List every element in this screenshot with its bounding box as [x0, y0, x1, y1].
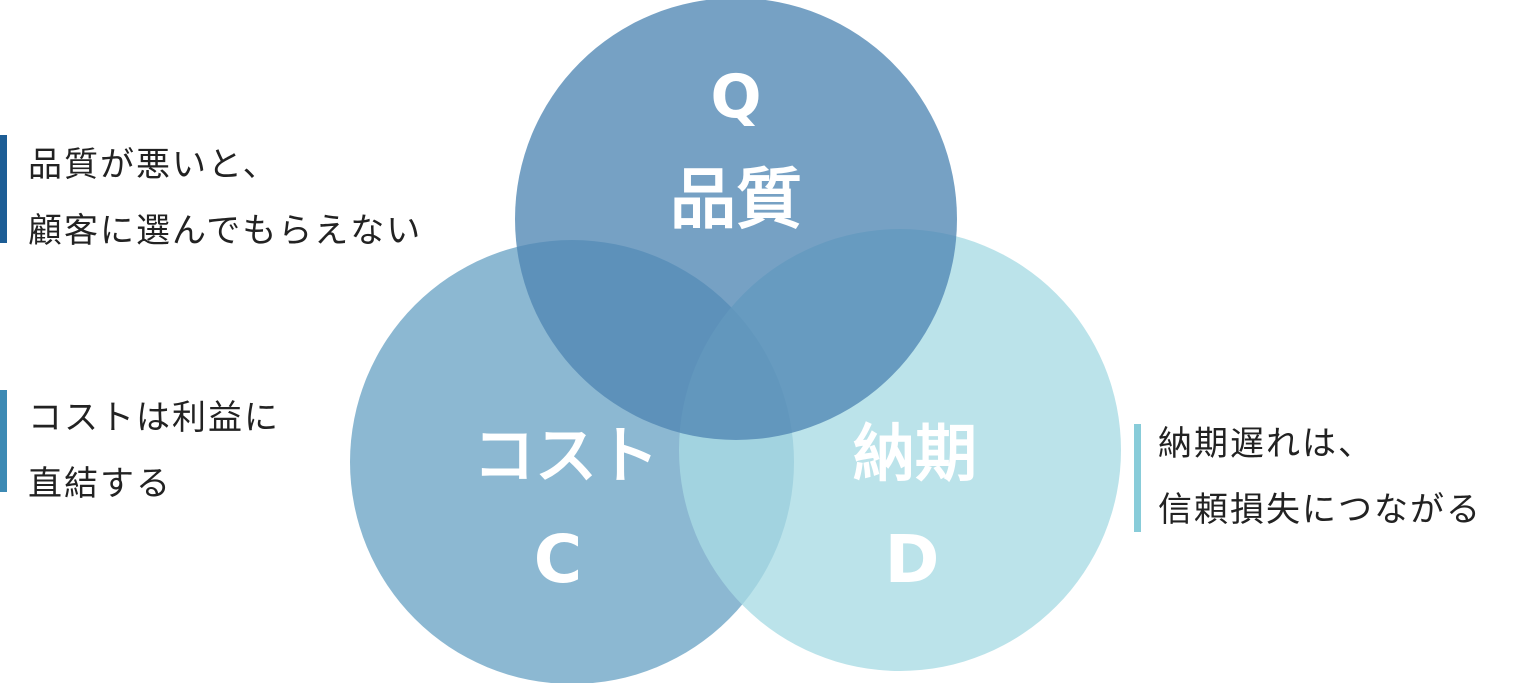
delivery-note-line1: 納期遅れは、	[1158, 424, 1374, 464]
quality-circle	[515, 0, 957, 440]
cost-note-line2: 直結する	[28, 464, 172, 504]
delivery-note-line2: 信頼損失につながる	[1158, 490, 1482, 530]
quality-letter: Q	[710, 62, 762, 132]
quality-name: 品質	[670, 161, 802, 238]
cost-note-line1: コストは利益に	[28, 398, 280, 438]
delivery-letter: D	[884, 521, 940, 598]
quality-accent-bar	[0, 135, 7, 243]
quality-note-line1: 品質が悪いと、	[28, 145, 279, 185]
quality-note-line2: 顧客に選んでもらえない	[28, 211, 423, 251]
delivery-note: 納期遅れは、 信頼損失につながる	[1134, 424, 1534, 532]
cost-letter: C	[533, 521, 583, 598]
cost-accent-bar	[0, 390, 7, 492]
cost-name: コスト	[472, 419, 659, 492]
delivery-name: 納期	[852, 417, 977, 490]
quality-note: 品質が悪いと、 顧客に選んでもらえない	[0, 135, 470, 251]
cost-note: コストは利益に 直結する	[0, 390, 320, 504]
delivery-accent-bar	[1134, 424, 1141, 532]
